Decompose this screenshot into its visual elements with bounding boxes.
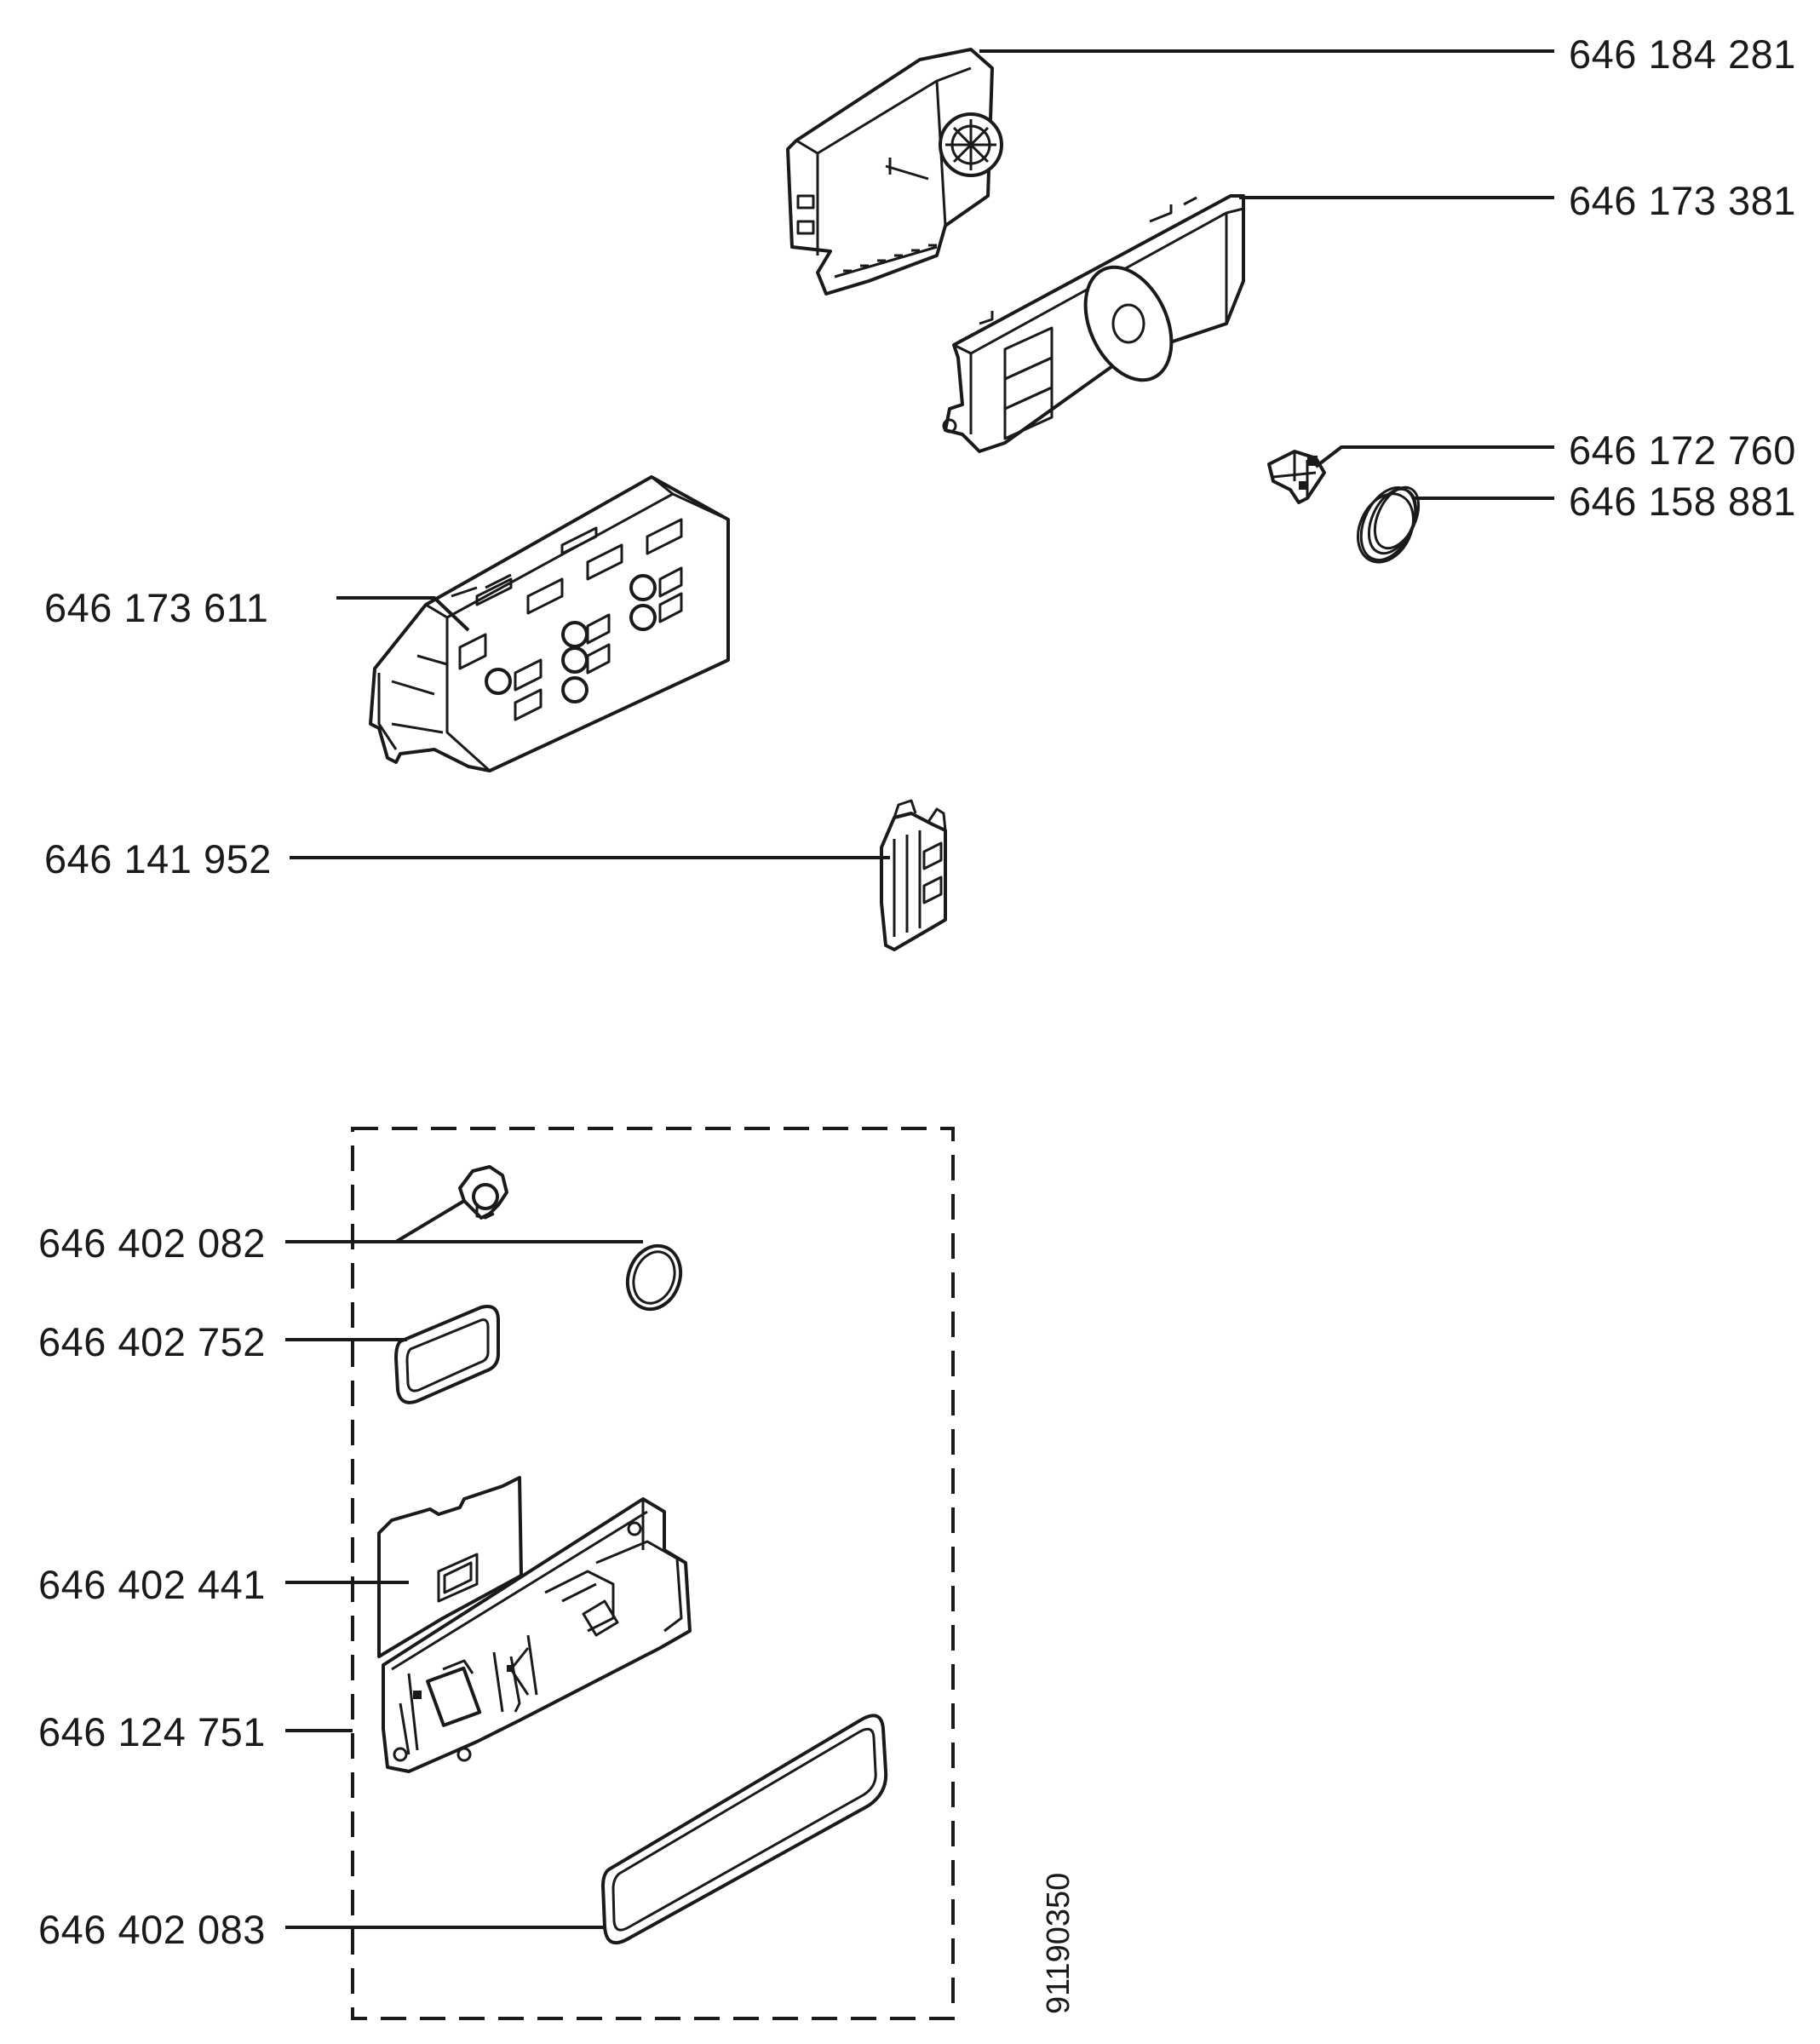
o-ring-part xyxy=(625,1243,683,1312)
leader-646-173-611 xyxy=(336,596,470,632)
leader-646-402-082-branch xyxy=(394,1199,466,1243)
lamp-holder-part xyxy=(1267,450,1326,504)
dispenser-lid-part xyxy=(377,1476,523,1658)
rect-gasket-part xyxy=(394,1305,500,1404)
label-646-141-952: 646 141 952 xyxy=(44,836,272,881)
label-646-402-441: 646 402 441 xyxy=(38,1562,266,1607)
switch-block-part xyxy=(369,475,730,772)
leader-646-172-760 xyxy=(1314,445,1554,468)
coil-spring-part xyxy=(1357,485,1421,564)
label-646-402-752: 646 402 752 xyxy=(38,1319,266,1364)
door-gasket-part xyxy=(601,1714,888,1945)
label-646-173-611: 646 173 611 xyxy=(44,585,268,630)
label-646-173-381: 646 173 381 xyxy=(1569,178,1796,223)
label-646-124-751: 646 124 751 xyxy=(38,1709,266,1754)
control-panel-part xyxy=(942,194,1245,453)
label-646-402-083: 646 402 083 xyxy=(38,1907,266,1952)
dispenser-mechanism-part xyxy=(382,1497,692,1773)
micro-switch-part xyxy=(880,799,947,951)
label-646-172-760: 646 172 760 xyxy=(1569,428,1796,473)
label-646-184-281: 646 184 281 xyxy=(1569,32,1796,77)
timer-unit-part xyxy=(786,48,1003,296)
drawing-number: 91190350 xyxy=(1041,1873,1076,2014)
label-646-402-082: 646 402 082 xyxy=(38,1220,266,1266)
knob-part xyxy=(458,1165,508,1220)
label-646-158-881: 646 158 881 xyxy=(1569,479,1796,524)
